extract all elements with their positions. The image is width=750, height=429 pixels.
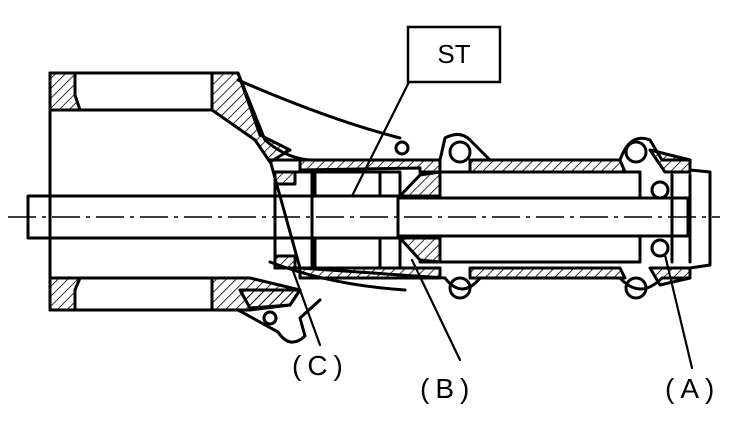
- callout-a: (A): [665, 373, 720, 404]
- callout-b: (B): [420, 373, 475, 404]
- c-leader: [290, 266, 322, 347]
- extension-housing: [238, 133, 712, 326]
- bearing-sleeve: [273, 170, 642, 270]
- callout-c: (C): [292, 350, 349, 381]
- b-leader: [410, 258, 462, 362]
- mainshaft: [26, 173, 692, 264]
- leader-lines: [290, 58, 694, 370]
- st-label-box: ST: [406, 25, 502, 84]
- a-leader: [663, 253, 694, 370]
- st-label: ST: [437, 39, 470, 69]
- bell-housing: [48, 71, 420, 344]
